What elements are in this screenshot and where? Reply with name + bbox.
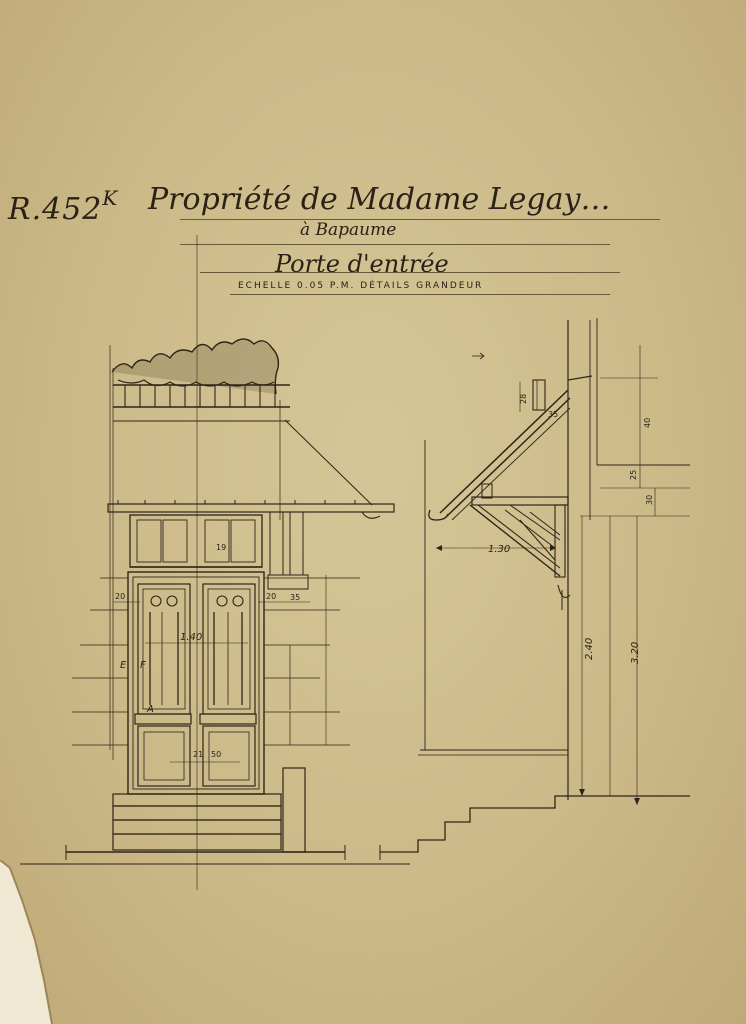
dim-bottom-2: 50 bbox=[211, 750, 221, 759]
dim-side-2: 25 bbox=[629, 470, 638, 480]
canopy-section bbox=[428, 375, 593, 610]
subject-title: Porte d'entrée bbox=[275, 250, 449, 278]
scale-rule bbox=[230, 294, 610, 295]
subject-rule bbox=[200, 272, 620, 273]
owner-title: Propriété de Madame Legay… bbox=[148, 182, 610, 217]
location-rule bbox=[180, 244, 610, 245]
dim-projection: 1.30 bbox=[488, 544, 510, 555]
dim-bottom-1: 21 bbox=[193, 750, 203, 759]
reference-suffix: K bbox=[102, 186, 119, 210]
dim-top-b: 35 bbox=[548, 410, 558, 419]
door-frame bbox=[127, 571, 265, 795]
side-pilaster bbox=[267, 512, 309, 590]
owner-title-abbrev: … bbox=[580, 182, 611, 217]
owner-title-text: Propriété de Madame Legay bbox=[148, 182, 581, 217]
mark-f: F bbox=[140, 660, 146, 671]
dim-height-1: 2.40 bbox=[584, 638, 595, 660]
reference-number: R.452 bbox=[8, 192, 103, 227]
side-section bbox=[379, 318, 690, 860]
wall-joints bbox=[72, 577, 360, 746]
title-rule bbox=[180, 219, 660, 220]
dim-left: 20 bbox=[115, 592, 125, 601]
dim-transom: 19 bbox=[216, 543, 226, 552]
mark-e: E bbox=[120, 660, 127, 671]
mark-a: A bbox=[146, 704, 154, 715]
left-door-leaf bbox=[134, 583, 192, 787]
torn-paper-edge bbox=[0, 860, 53, 1024]
right-door-leaf bbox=[199, 583, 257, 787]
cornice bbox=[107, 500, 395, 519]
dim-side-3: 30 bbox=[645, 495, 654, 505]
dim-height-2: 3.20 bbox=[630, 642, 641, 664]
reference-code: R.452K bbox=[8, 186, 118, 227]
dim-panel: 35 bbox=[290, 593, 300, 602]
scale-note: ECHELLE 0.05 P.M. DÉTAILS GRANDEUR bbox=[238, 281, 484, 291]
transom bbox=[129, 514, 263, 568]
entrance-steps bbox=[20, 767, 410, 865]
front-elevation bbox=[20, 235, 410, 890]
foliage-frieze bbox=[111, 338, 290, 422]
dim-top: 28 bbox=[519, 394, 528, 404]
stairs-profile bbox=[379, 795, 690, 860]
dim-width-total: 1.40 bbox=[180, 632, 202, 643]
location-title: à Bapaume bbox=[300, 220, 397, 240]
dim-side-1: 40 bbox=[643, 418, 652, 428]
dim-right: 20 bbox=[266, 592, 276, 601]
